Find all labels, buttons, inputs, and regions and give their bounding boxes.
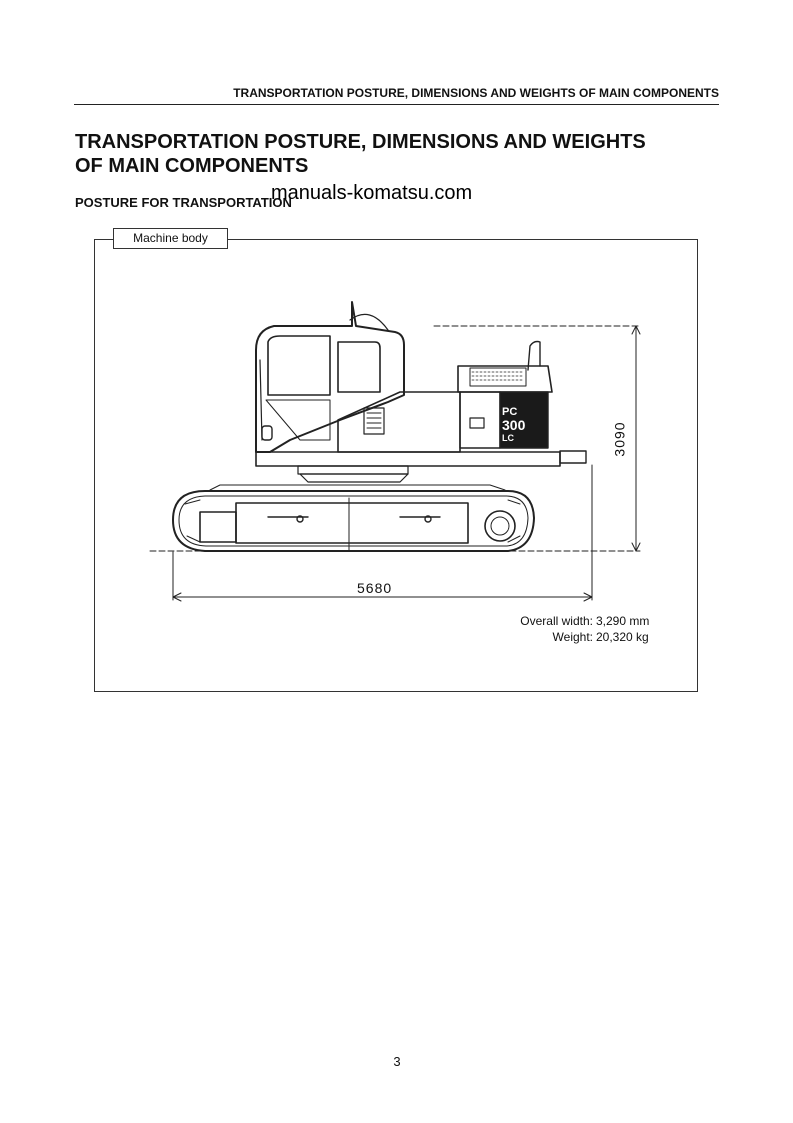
badge-model-prefix: PC xyxy=(502,406,518,418)
page-title-line2: OF MAIN COMPONENTS xyxy=(75,155,309,177)
figure-frame xyxy=(94,239,698,692)
spec-overall-width-value: 3,290 mm xyxy=(596,614,650,628)
page-title-line1: TRANSPORTATION POSTURE, DIMENSIONS AND W… xyxy=(75,131,646,153)
spec-weight-value: 20,320 kg xyxy=(596,630,649,644)
spec-weight-label: Weight: xyxy=(552,630,593,644)
figure-tab-label: Machine body xyxy=(113,228,228,249)
engine-housing xyxy=(337,340,553,453)
upper-structure xyxy=(255,450,587,483)
length-dimension-label: 5680 xyxy=(355,580,395,596)
section-heading: POSTURE FOR TRANSPORTATION xyxy=(75,195,292,210)
badge-model-suffix: LC xyxy=(502,433,514,443)
operator-cab xyxy=(255,301,405,453)
page-number: 3 xyxy=(393,1054,401,1069)
page-title: TRANSPORTATION POSTURE, DIMENSIONS AND W… xyxy=(75,130,725,178)
body-badge: PC 300 LC xyxy=(502,406,548,445)
dimension-lines xyxy=(149,325,641,602)
height-dimension-label: 3090 xyxy=(611,421,628,457)
spec-overall-width-label: Overall width: xyxy=(520,614,593,628)
badge-model-number: 300 xyxy=(502,417,526,433)
running-header: TRANSPORTATION POSTURE, DIMENSIONS AND W… xyxy=(233,86,719,100)
spec-overall-width: Overall width: 3,290 mm xyxy=(470,614,690,630)
header-rule xyxy=(74,104,719,105)
spec-weight: Weight: 20,320 kg xyxy=(470,630,690,646)
watermark: manuals-komatsu.com xyxy=(271,182,473,204)
crawler-track xyxy=(172,484,535,552)
